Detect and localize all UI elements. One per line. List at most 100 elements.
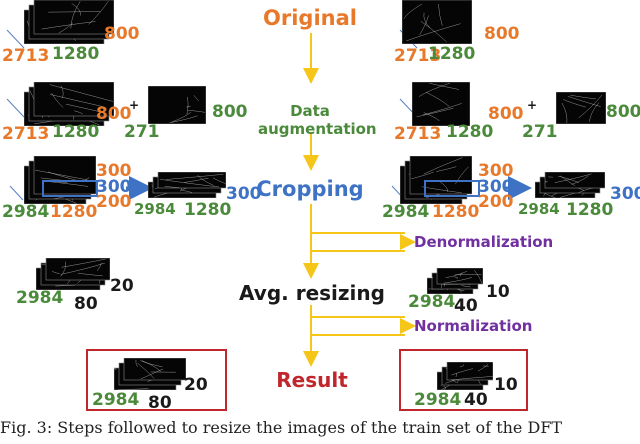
image-texture-line [117,388,149,391]
result-box-left [86,349,227,411]
image-texture-line [419,15,429,36]
image-texture-line [571,175,589,185]
image-texture-line [563,99,586,108]
left-crop-output-stack [147,171,227,199]
image-texture-line [41,21,96,30]
left-original-height: 800 [104,24,140,44]
right-aug-height: 800 [488,104,524,124]
image-texture-line [459,364,465,368]
image-stack-drawing [426,267,484,295]
figure-caption: Fig. 3: Steps followed to resize the ima… [0,418,563,437]
left-crop-source-stack [23,155,97,205]
step-original: Original [263,6,357,30]
right-resized-depth: 2984 [408,292,456,312]
image-stack-drawing [113,357,187,391]
right-augmented-stack [411,81,471,127]
image-texture-line [443,277,472,284]
image-texture-line [74,110,84,115]
image-texture-line [578,94,603,119]
image-texture-line [137,363,155,379]
right-augmented-extra-image [555,91,607,125]
image-texture-line [58,22,73,34]
step-result: Result [276,368,348,392]
right-crop-top: 300 [478,161,514,181]
image-texture-line [70,1,81,29]
right-result-width: 40 [464,390,488,410]
left-crop-out-height: 300 [226,184,262,204]
image-texture-line [164,186,180,189]
image-texture-line [113,367,117,370]
right-aug-plus: + [527,98,538,112]
image-texture-line [570,94,596,100]
left-crop-width: 1280 [50,202,98,222]
left-augmented-stack [23,81,115,127]
image-texture-line [451,376,493,381]
image-texture-line [461,285,471,288]
right-resized-stack [426,267,484,295]
image-texture-line [48,11,101,13]
image-texture-line [49,94,104,107]
image-texture-line [477,364,489,372]
right-result-stack [436,361,494,391]
right-crop-depth: 2984 [382,202,430,222]
left-crop-region [42,180,98,197]
image-texture-line [55,285,75,287]
right-crop-region [424,180,480,197]
image-texture-line [51,270,60,274]
image-texture-line [440,181,449,192]
image-slab [123,357,187,381]
image-texture-line [77,272,103,277]
step-data-augmentation: Data augmentation [258,86,377,138]
image-texture-line [135,359,138,367]
image-texture-line [445,272,463,279]
step-cropping: Cropping [256,177,364,201]
image-texture-line [557,175,579,184]
image-slab [401,0,473,45]
image-stack-drawing [35,257,111,291]
image-texture-line [455,166,469,185]
image-texture-line [96,262,102,271]
image-texture-line [60,261,66,277]
image-stack-drawing [436,361,494,391]
left-aug-depth: 2713 [2,124,50,144]
right-aug-extra-height: 800 [606,102,640,122]
image-texture-line [406,23,461,42]
image-texture-line [567,96,601,107]
image-texture-line [187,109,205,113]
image-texture-line [160,179,219,188]
left-crop-depth: 2984 [2,202,50,222]
image-slab [33,81,115,117]
step-data-augmentation-text: Data augmentation [258,102,377,138]
step-denormalization: Denormalization [414,233,554,251]
left-crop-out-depth: 2984 [134,200,176,218]
image-texture-line [66,103,104,113]
right-aug-depth: 2713 [394,124,442,144]
right-crop-out-width: 1280 [566,200,614,220]
left-resized-width: 80 [74,294,98,314]
right-result-depth: 2984 [414,390,462,410]
image-texture-line [561,102,568,124]
image-texture-line [438,3,443,26]
left-aug-extra-height: 800 [212,102,248,122]
right-crop-out-height: 300 [610,184,640,204]
left-resized-height: 20 [110,276,134,296]
image-texture-line [212,177,226,184]
image-texture-line [71,3,81,16]
image-texture-line [51,93,64,108]
image-texture-line [416,107,454,118]
right-aug-width: 1280 [446,122,494,142]
right-crop-out-depth: 2984 [518,200,560,218]
image-slab [446,361,494,381]
step-avg-resizing: Avg. resizing [239,281,385,305]
left-aug-plus: + [129,98,140,112]
image-stack-drawing [23,155,97,205]
right-crop-width: 1280 [432,202,480,222]
step-normalization: Normalization [414,317,533,335]
right-original-width: 1280 [428,44,476,64]
image-stack-drawing [23,81,115,127]
image-slab [33,155,97,195]
right-original-depth: 2713 [394,46,442,66]
image-texture-line [60,85,64,99]
image-texture-line [165,173,224,180]
